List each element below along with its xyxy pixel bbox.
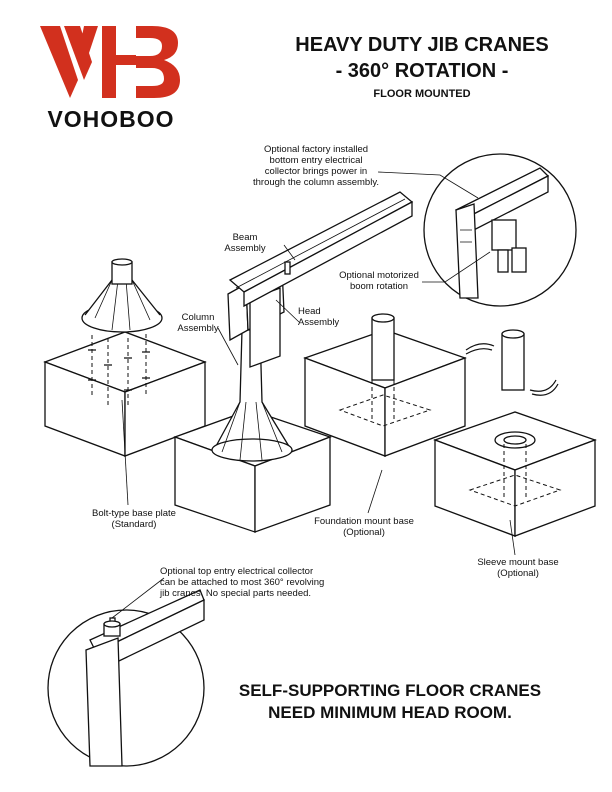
column-assembly-label: Column Assembly	[177, 312, 219, 334]
leader-lines	[111, 171, 516, 619]
foundation-mount-block	[303, 313, 467, 457]
beam-assembly-label: Beam Assembly	[224, 232, 266, 254]
page-title: HEAVY DUTY JIB CRANES	[295, 34, 549, 56]
bottom-collector-detail	[423, 153, 577, 307]
page-title-line2: - 360° ROTATION -	[335, 60, 509, 82]
footer-line-1: SELF-SUPPORTING FLOOR CRANES	[238, 681, 542, 700]
foundation-base-label: Foundation mount base (Optional)	[314, 516, 414, 538]
collector-top-label: Optional top entry electrical collector …	[160, 566, 325, 599]
page-subtitle: FLOOR MOUNTED	[373, 88, 471, 100]
bolt-base-label: Bolt-type base plate (Standard)	[92, 508, 176, 530]
motorized-rotation-label: Optional motorized boom rotation	[339, 270, 419, 292]
beam-assembly	[228, 191, 414, 308]
brand-name: VOHOBOO	[47, 106, 175, 132]
footer-note: SELF-SUPPORTING FLOOR CRANES NEED MINIMU…	[195, 680, 585, 724]
sleeve-mount-block	[433, 329, 597, 537]
head-assembly-label: Head Assembly	[298, 306, 340, 328]
sleeve-base-label: Sleeve mount base (Optional)	[477, 557, 559, 579]
bolt-type-base-plate	[81, 258, 163, 405]
footer-line-2: NEED MINIMUM HEAD ROOM.	[268, 703, 512, 722]
vohoboo-logo-icon	[40, 26, 180, 98]
collector-bottom-label: Optional factory installed bottom entry …	[252, 144, 380, 188]
top-collector-detail	[47, 589, 205, 767]
